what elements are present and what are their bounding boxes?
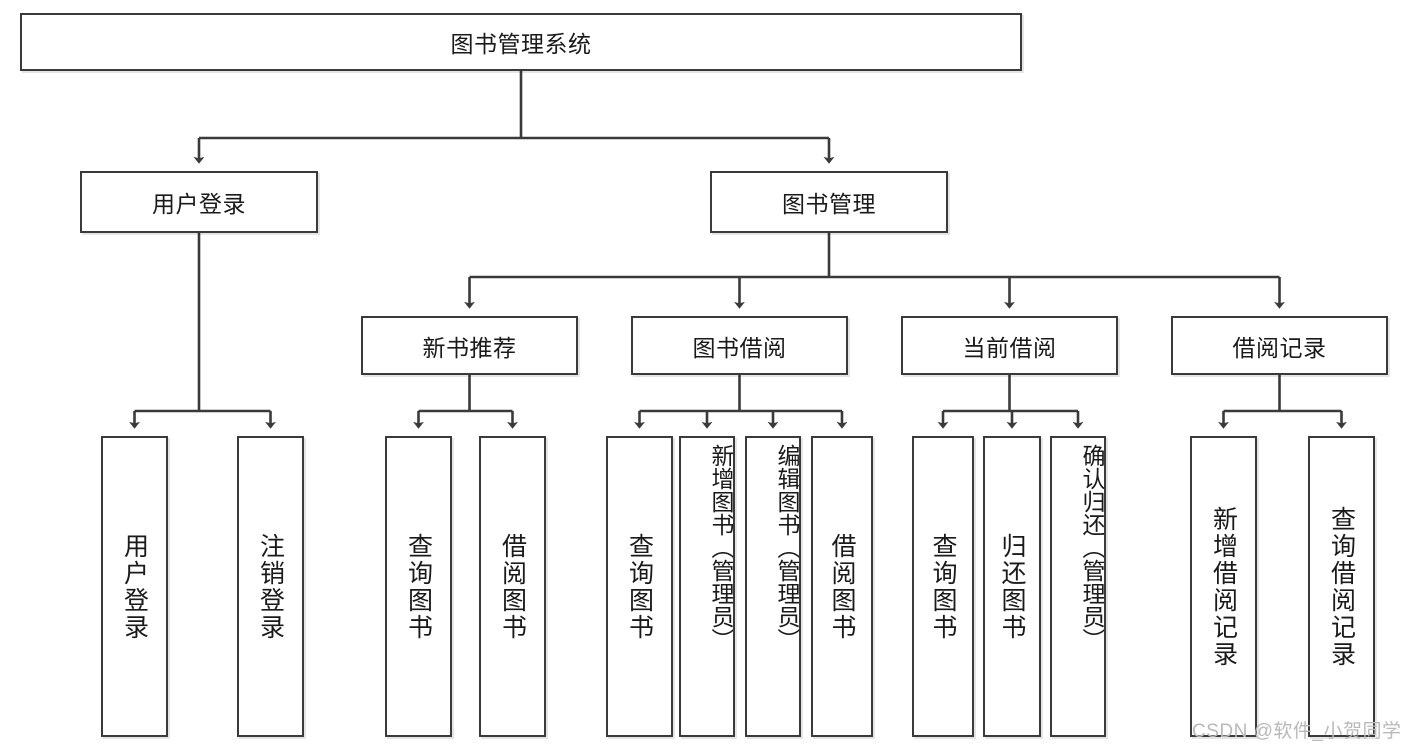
leaf-label: 编辑图书（管理员） (774, 444, 800, 651)
leaf-user-login[interactable]: 用户登录 (101, 436, 168, 737)
leaf-query-book-2[interactable]: 查询图书 (606, 436, 673, 737)
leaf-borrow-book-1[interactable]: 借阅图书 (479, 436, 546, 737)
leaf-add-borrow-record[interactable]: 新增借阅记录 (1190, 436, 1257, 737)
leaf-borrow-book-2[interactable]: 借阅图书 (811, 436, 873, 737)
leaf-label: 查询图书 (929, 532, 957, 641)
leaf-label: 确认归还（管理员） (1079, 444, 1105, 651)
node-new-book-recommend-label: 新书推荐 (422, 334, 517, 361)
leaf-edit-book[interactable]: 编辑图书（管理员） (745, 436, 801, 737)
leaf-label: 查询借阅记录 (1327, 505, 1356, 668)
node-borrow-record-label: 借阅记录 (1232, 334, 1327, 361)
node-new-book-recommend[interactable]: 新书推荐 (361, 316, 578, 375)
leaf-return-book[interactable]: 归还图书 (983, 436, 1041, 737)
leaf-label: 借阅图书 (498, 532, 527, 641)
node-root-label: 图书管理系统 (450, 31, 592, 57)
leaf-add-book[interactable]: 新增图书（管理员） (679, 436, 735, 737)
node-book-borrow[interactable]: 图书借阅 (631, 316, 848, 375)
leaf-label: 查询图书 (625, 532, 654, 641)
node-root[interactable]: 图书管理系统 (20, 13, 1022, 71)
node-book-manage[interactable]: 图书管理 (710, 171, 948, 233)
node-user-login[interactable]: 用户登录 (80, 171, 318, 233)
leaf-label: 用户登录 (120, 532, 149, 641)
leaf-label: 新增图书（管理员） (708, 444, 734, 651)
leaf-query-borrow-record[interactable]: 查询借阅记录 (1308, 436, 1375, 737)
leaf-label: 归还图书 (998, 532, 1026, 641)
leaf-confirm-return[interactable]: 确认归还（管理员） (1050, 436, 1106, 737)
node-book-manage-label: 图书管理 (782, 191, 876, 217)
node-borrow-record[interactable]: 借阅记录 (1171, 316, 1388, 375)
node-user-login-label: 用户登录 (152, 191, 246, 217)
node-current-borrow[interactable]: 当前借阅 (901, 316, 1118, 375)
leaf-label: 查询图书 (404, 532, 433, 641)
node-book-borrow-label: 图书借阅 (692, 334, 787, 361)
leaf-label: 借阅图书 (828, 532, 856, 641)
leaf-label: 新增借阅记录 (1209, 505, 1238, 668)
node-current-borrow-label: 当前借阅 (962, 334, 1057, 361)
leaf-logout[interactable]: 注销登录 (237, 436, 304, 737)
leaf-label: 注销登录 (256, 532, 285, 641)
leaf-query-book-1[interactable]: 查询图书 (385, 436, 452, 737)
leaf-query-book-3[interactable]: 查询图书 (912, 436, 974, 737)
